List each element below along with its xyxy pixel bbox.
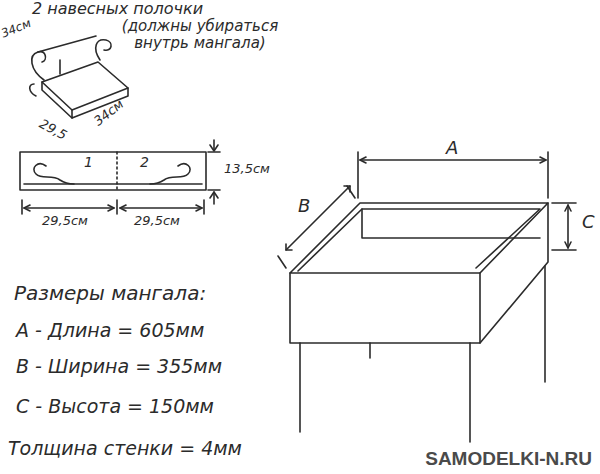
spec-line: C - Высота = 150мм	[16, 396, 214, 418]
dimension-label: 29,5см	[42, 214, 88, 229]
callout-number: 2	[140, 154, 149, 170]
note-heading: 2 навесных полочки	[32, 0, 203, 18]
dimension-letter: C	[582, 212, 595, 233]
dimension-letter: A	[446, 138, 458, 159]
dimension-letter: B	[298, 196, 310, 217]
dimension-label: 34см	[91, 97, 127, 129]
spec-line: B - Ширина = 355мм	[16, 356, 222, 378]
watermark: SAMODELKI-N.RU	[425, 448, 592, 470]
spec-line: A - Длина = 605мм	[16, 320, 204, 342]
dimension-label: 29,5см	[134, 214, 180, 229]
dimension-label: 34см	[0, 17, 33, 41]
callout-number: 1	[84, 154, 93, 170]
dimension-label: 29,5	[36, 117, 69, 144]
brazier-box	[278, 152, 576, 442]
note-text: (должны убираться внутрь мангала)	[120, 18, 280, 53]
shelf-front-view	[20, 140, 220, 214]
spec-line: Толщина стенки = 4мм	[8, 438, 242, 460]
spec-heading: Размеры мангала:	[14, 282, 206, 305]
dimension-label: 13,5см	[224, 162, 270, 177]
